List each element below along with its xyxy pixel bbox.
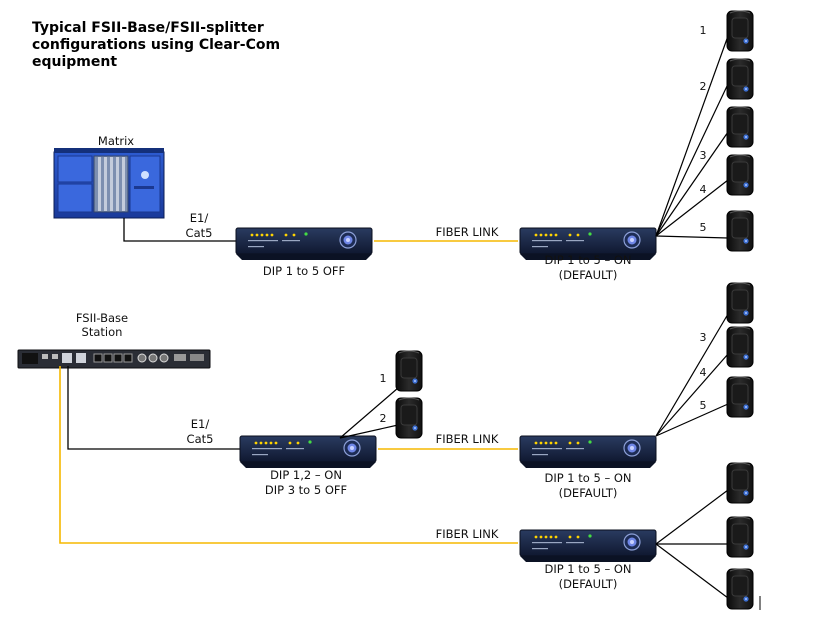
beltpack-number: 5 [700,221,707,234]
default-label-row1: (DEFAULT) [559,268,618,282]
splitter-device-row2-b [520,436,656,468]
dip-on-label-row1: DIP 1 to 5 – ON [544,253,631,267]
beltpack-icon [727,11,753,51]
beltpack-number: 5 [700,399,707,412]
beltpack-number: 2 [700,80,707,93]
base-station-rack [17,349,211,369]
beltpack-icon [727,517,753,557]
beltpack-number: 4 [700,183,707,196]
beltpack-number: 2 [380,412,387,425]
e1-cat5-label-line1: E1/ [190,211,209,225]
fiber-link-label-row1: FIBER LINK [436,225,499,239]
beltpack-icon [727,155,753,195]
default-label-row2: (DEFAULT) [559,486,618,500]
dip-12-on-label: DIP 1,2 – ON [270,468,342,482]
default-label-row3: (DEFAULT) [559,577,618,591]
splitter-device-row2-a [240,436,376,468]
beltpack-icon [727,107,753,147]
dip-3to5-off-label: DIP 3 to 5 OFF [265,483,347,497]
matrix-label: Matrix [98,134,134,148]
base-station-label-line1: FSII-Base [76,311,128,325]
fiber-link-label-row2: FIBER LINK [436,432,499,446]
beltpack-icon [727,211,753,251]
matrix-frame [53,148,165,219]
beltpack-number: 3 [700,149,707,162]
beltpack-icon [727,327,753,367]
e1-cat5-label-line2: Cat5 [186,226,213,240]
beltpack-number: 1 [700,24,707,37]
fiber-link-label-row3: FIBER LINK [436,527,499,541]
e1-cat5-label-line1-row2: E1/ [191,417,210,431]
beltpack-icon [727,377,753,417]
beltpack-number: 3 [700,331,707,344]
beltpack-number: 4 [700,366,707,379]
base-station-label-line2: Station [82,325,123,339]
dip-on-label-row2: DIP 1 to 5 – ON [544,471,631,485]
splitter-device-row3 [520,530,656,562]
dip-off-label-row1: DIP 1 to 5 OFF [263,264,345,278]
e1-cat5-label-line2-row2: Cat5 [187,432,214,446]
beltpack-icon [727,59,753,99]
splitter-device-row1-a [236,228,372,260]
diagram-title: Typical FSII-Base/FSII-splitter configur… [32,20,281,70]
beltpack-icon [727,463,753,503]
beltpack-icon [727,569,753,609]
beltpack-number: 1 [380,372,387,385]
beltpack-icon [396,351,422,391]
beltpack-icon [727,283,753,323]
beltpack-icon [396,398,422,438]
dip-on-label-row3: DIP 1 to 5 – ON [544,562,631,576]
